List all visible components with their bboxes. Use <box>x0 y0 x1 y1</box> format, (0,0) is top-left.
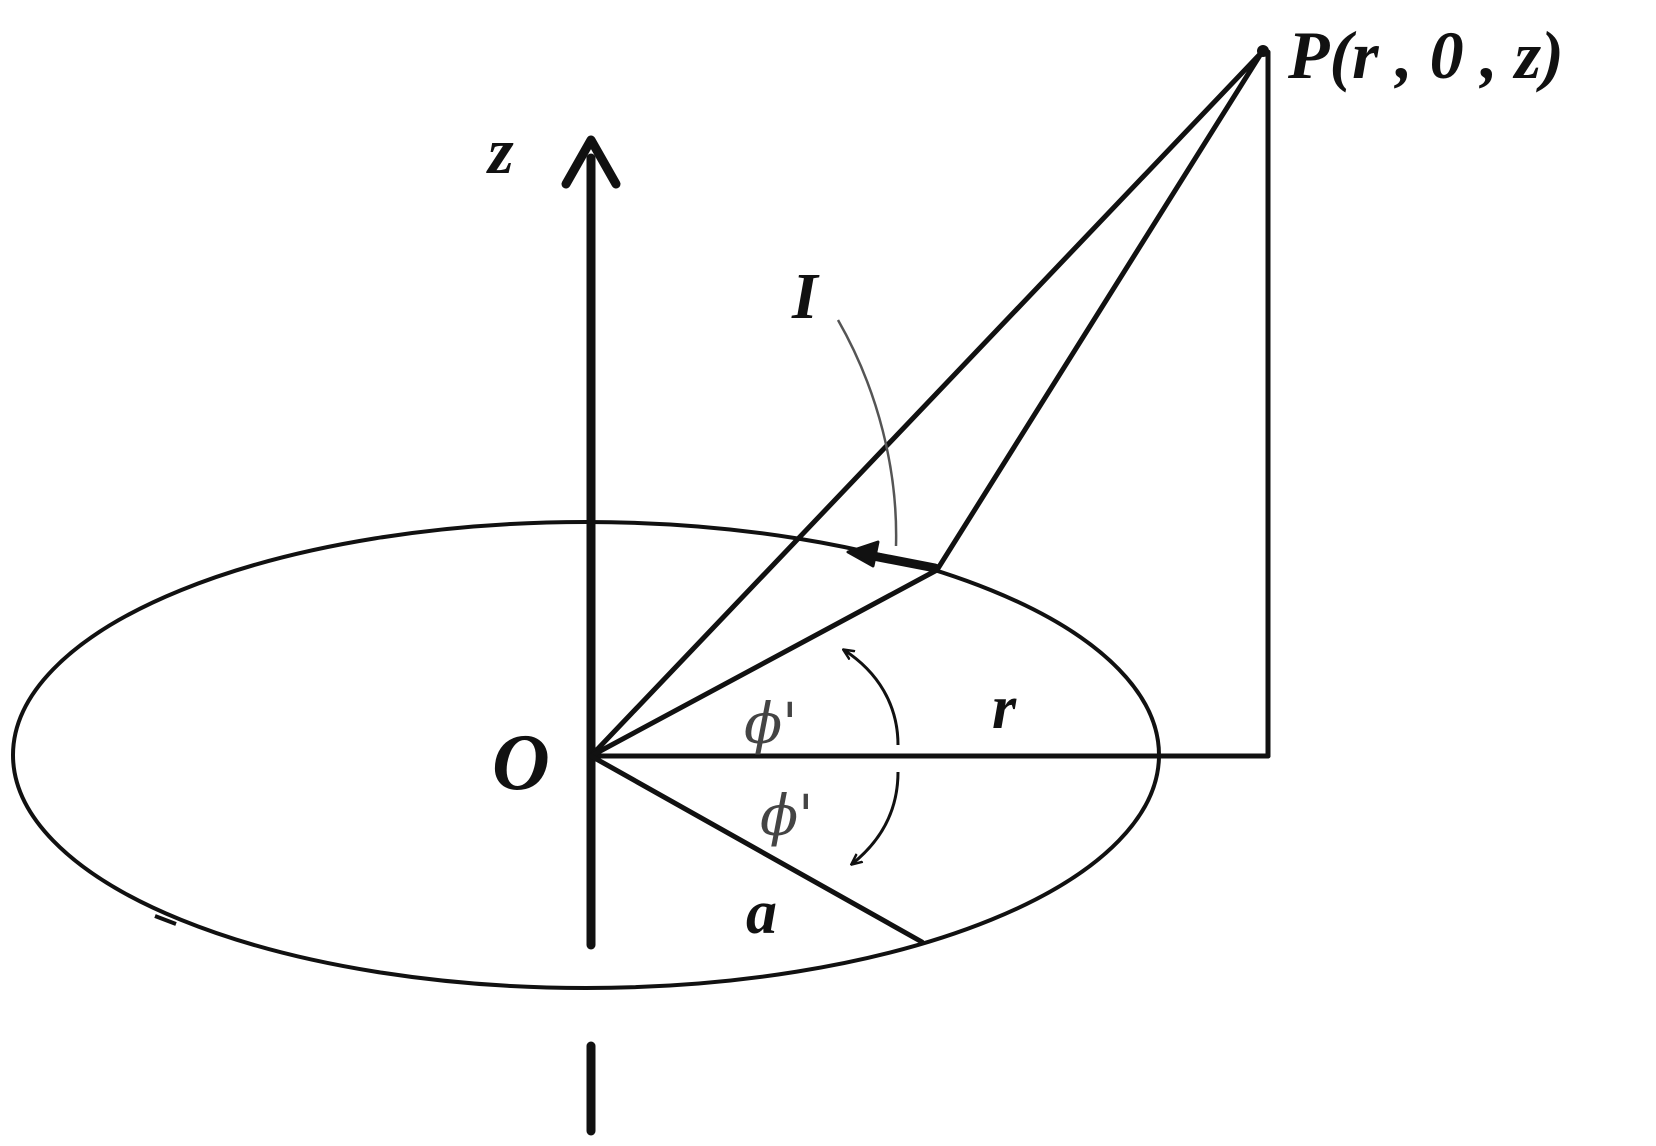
point-p-label: P(r , 0 , z) <box>1287 17 1564 93</box>
current-label-leader <box>836 319 898 547</box>
angle-upper-label: ϕ' <box>744 692 798 757</box>
current-label: I <box>791 260 820 333</box>
line-o-to-element <box>588 567 940 759</box>
angle-lower-label: ϕ' <box>760 784 814 849</box>
loop-tick <box>154 914 177 926</box>
radius-a-line <box>588 753 925 945</box>
angle-arc-lower <box>852 771 900 864</box>
current-arrowhead <box>846 540 880 568</box>
z-axis-label: z <box>486 115 514 188</box>
angle-arc-upper <box>844 650 900 746</box>
radius-a-label: a <box>746 879 777 947</box>
z-axis-arrowhead <box>561 135 621 189</box>
current-element-arrow <box>868 551 940 573</box>
radius-r-label: r <box>992 674 1017 742</box>
origin-label: O <box>492 719 550 807</box>
point-p-dot <box>1257 45 1269 57</box>
line-element-to-p <box>934 49 1265 573</box>
line-o-to-p <box>588 49 1265 759</box>
